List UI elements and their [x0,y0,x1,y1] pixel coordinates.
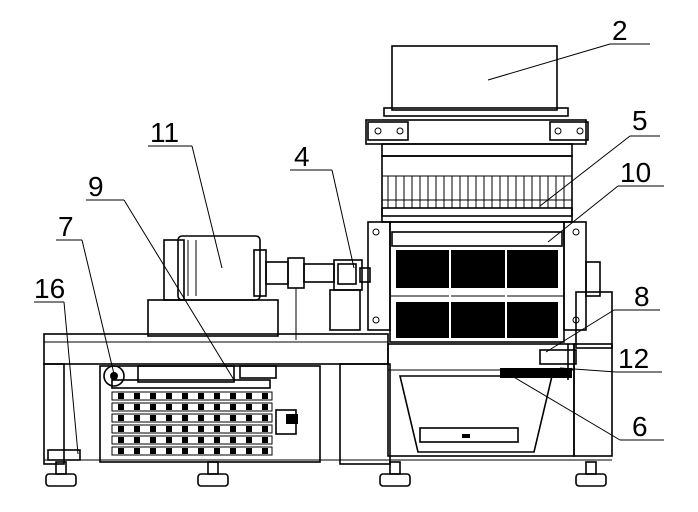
belt-link [214,437,220,443]
belt-link [118,448,124,454]
belt-link [198,426,204,432]
belt-link [182,393,188,399]
belt-link [214,448,220,454]
belt-link [214,404,220,410]
coupling [329,259,371,331]
leveling-feet [45,461,607,487]
belt-link [262,415,268,421]
belt-link [134,448,140,454]
belt-link [134,404,140,410]
belt-link [198,404,204,410]
belt-link [214,426,220,432]
belt-link [230,415,236,421]
belt-link [198,437,204,443]
belt-link [150,426,156,432]
callout-8: 8 [634,281,650,312]
belt-row [111,402,273,412]
belt-link [118,393,124,399]
belt-link [230,393,236,399]
leader-lines [34,43,664,455]
belt-link [150,415,156,421]
callout-5: 5 [632,105,648,136]
motor [147,235,335,340]
belt-link [246,437,252,443]
screen-box [367,221,613,349]
belt-link [166,437,172,443]
discharge-trough [398,375,554,453]
belt-link [214,415,220,421]
belt-link [262,404,268,410]
belt-row [111,446,273,456]
belt-link [118,437,124,443]
belt-row [111,413,273,423]
callout-7: 7 [58,211,74,242]
belt-link [166,415,172,421]
foot-4 [575,461,607,487]
callout-2: 2 [612,15,628,46]
belt-link [182,426,188,432]
belt-link [150,448,156,454]
belt-link [214,393,220,399]
belt-row [111,391,273,401]
belt-link [246,415,252,421]
belt-row [111,435,273,445]
belt-link [166,404,172,410]
belt-link [182,448,188,454]
belt-link [262,448,268,454]
belt-link [198,415,204,421]
belt-link [118,426,124,432]
belt-link [166,426,172,432]
belt-link [166,448,172,454]
foot-2 [197,461,229,487]
belt-link [166,393,172,399]
callout-4: 4 [294,141,310,172]
shaft-assembly [500,344,577,380]
belt-link [118,415,124,421]
belt-link [134,426,140,432]
callout-11: 11 [150,117,179,148]
belt-row [111,424,273,434]
feed-chute [381,155,573,223]
belt-link [262,393,268,399]
foot-3 [379,461,411,487]
belt-link [246,393,252,399]
belt-link [134,415,140,421]
belt-link [150,393,156,399]
callout-labels: 2 5 10 11 4 9 7 16 8 12 6 [34,15,651,442]
belt-link [182,415,188,421]
belt-link [230,426,236,432]
pulley-housing [47,365,321,463]
callout-16: 16 [34,273,65,304]
callout-10: 10 [620,157,651,188]
main-frame [43,333,613,465]
hopper [365,45,589,157]
belt-link [182,404,188,410]
belt-link [262,437,268,443]
callout-9: 9 [88,171,104,202]
belt-link [246,404,252,410]
belt-link [262,426,268,432]
callout-12: 12 [618,343,649,374]
belt-link [246,448,252,454]
belt-link [198,448,204,454]
belt-link [230,404,236,410]
callout-6: 6 [632,411,648,442]
belt-link [198,393,204,399]
belt-link [182,437,188,443]
belt-link [246,426,252,432]
belt-link [230,437,236,443]
belt-link [150,404,156,410]
foot-1 [45,461,77,487]
belt-link [134,393,140,399]
belt-link [150,437,156,443]
belt-link [134,437,140,443]
belt-link [230,448,236,454]
belt-link [118,404,124,410]
